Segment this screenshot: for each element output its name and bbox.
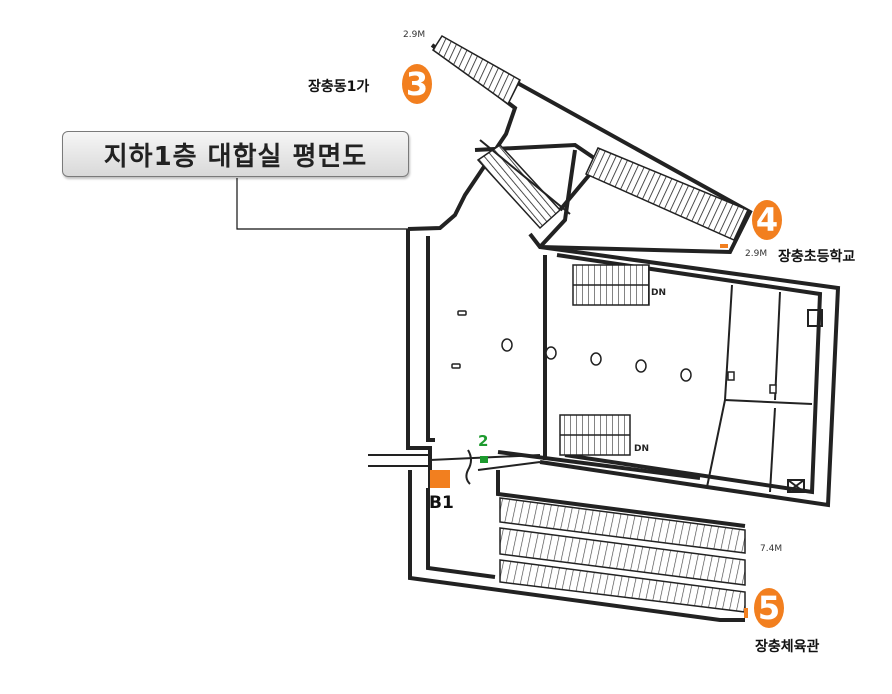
exit-3-4-corridor xyxy=(407,38,753,255)
exit-3-badge: 3 xyxy=(402,64,432,104)
columns xyxy=(451,310,777,394)
stairs-down-lower-label: DN xyxy=(634,444,650,454)
exit-4-name: 장충초등학교 xyxy=(778,249,856,265)
exit-4-badge: 4 xyxy=(752,200,782,240)
exit-3-stairs xyxy=(431,34,521,106)
title-leader-line xyxy=(236,178,408,230)
stairs-down-upper xyxy=(572,264,650,306)
stairs-down-lower xyxy=(559,414,631,456)
exit-5-escalators xyxy=(499,497,746,613)
right-rooms xyxy=(706,284,823,493)
exit-5-badge: 5 xyxy=(754,588,784,628)
corridor-inner-stairs xyxy=(476,139,571,230)
exit-5-door xyxy=(744,608,748,618)
green-marker-number: 2 xyxy=(478,432,489,450)
green-marker-square xyxy=(480,456,488,463)
exit-4-stairs xyxy=(585,147,750,241)
exit-4-width: 2.9M xyxy=(745,249,768,259)
stairs-down-upper-label: DN xyxy=(651,288,667,298)
page-title: 지하1층 대합실 평면도 xyxy=(62,131,409,177)
exit-5-width: 7.4M xyxy=(760,544,783,554)
exit-4-door xyxy=(720,244,728,248)
b1-marker xyxy=(430,470,450,488)
exit-5-name: 장충체육관 xyxy=(755,639,820,655)
floor-label: B1 xyxy=(429,493,454,513)
exit-3-width: 2.9M xyxy=(403,30,426,40)
exit-3-name: 장충동1가 xyxy=(308,79,370,95)
